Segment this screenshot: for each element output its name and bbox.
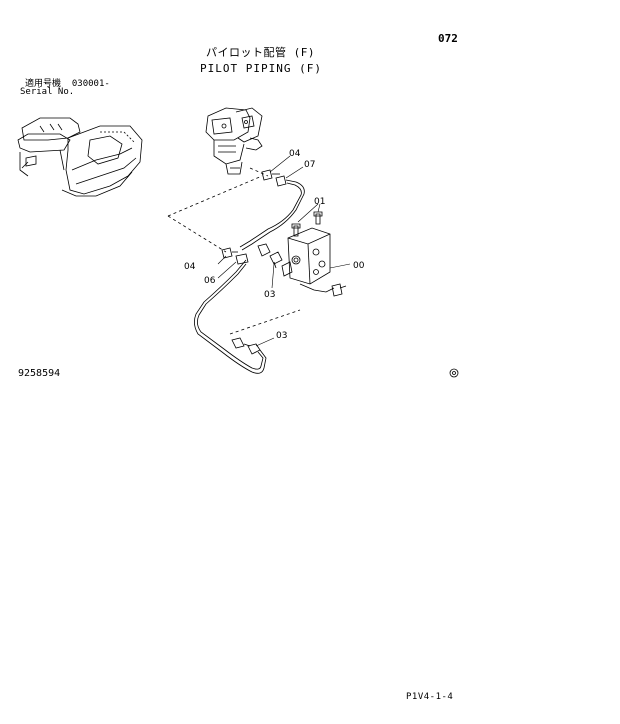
callout-01: 01 [314,197,325,207]
callout-06: 06 [204,276,216,286]
page-title-japanese: パイロット配管 (F) [206,46,315,59]
drawing-number: 9258594 [18,368,61,379]
callout-labels: 04 07 01 04 06 03 00 03 [184,149,365,341]
page-number: 072 [438,32,458,45]
callout-07: 07 [304,160,315,170]
callout-04-upper: 04 [289,149,301,159]
mounting-bolts-01 [291,211,323,237]
callout-04-left: 04 [184,262,196,272]
serial-value: 030001- [71,79,110,89]
machine-overview-thumbnail [17,117,143,197]
pilot-pipe-07 [239,179,305,251]
serial-label-japanese: 適用号機 030001- [25,79,110,90]
connector-fittings-upper [261,169,287,187]
callout-03-lower: 03 [276,331,287,341]
callout-leaders [217,155,351,347]
connector-fittings-lower [231,337,261,355]
callout-03-middle: 03 [264,290,275,300]
connector-fittings-middle [221,243,283,269]
serial-label: Serial No. [20,87,75,97]
pilot-pipe-06 [194,259,267,374]
centerline-dashes [167,167,301,335]
pilot-valve-assembly [205,107,263,175]
footer-page-code: P1V4-1-4 [406,692,454,702]
page-title: PILOT PIPING (F) [200,62,322,75]
stamp-icon [449,368,459,378]
callout-00: 00 [353,261,365,271]
solenoid-valve-block-00 [281,227,347,297]
serial-label-jp: 適用号機 [25,79,62,89]
